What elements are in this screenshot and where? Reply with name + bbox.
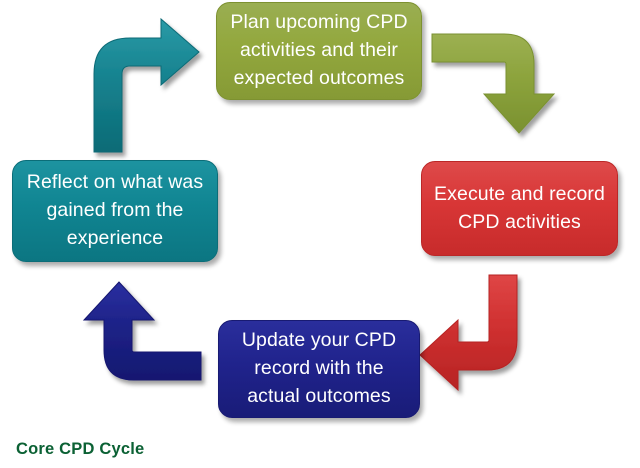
node-update-text: Update your CPD record with the actual o… [242, 327, 396, 410]
arrow-reflect-to-plan [93, 17, 200, 153]
node-plan-line-1: Plan upcoming CPD [230, 11, 408, 34]
cycle-node-reflect[interactable]: Reflect on what was gained from the expe… [12, 160, 218, 262]
node-reflect-line-1: Reflect on what was [26, 171, 204, 194]
node-execute-text: Execute and record CPD activities [434, 181, 605, 236]
node-plan-text: Plan upcoming CPD activities and their e… [230, 9, 407, 92]
node-plan-line-3: expected outcomes [233, 66, 405, 89]
node-reflect-text: Reflect on what was gained from the expe… [27, 169, 203, 252]
node-update-line-1: Update your CPD [241, 329, 397, 352]
diagram-caption: Core CPD Cycle [16, 440, 145, 458]
arrow-plan-to-execute [431, 33, 556, 134]
arrow-update-to-reflect [82, 281, 202, 381]
cycle-node-update[interactable]: Update your CPD record with the actual o… [218, 320, 420, 418]
node-plan-line-2: activities and their [239, 39, 399, 62]
arrow-execute-to-update [419, 274, 518, 392]
node-update-line-3: actual outcomes [247, 384, 391, 407]
node-execute-line-1: Execute and record [434, 182, 605, 205]
node-reflect-line-3: experience [66, 226, 164, 249]
node-update-line-2: record with the [254, 357, 384, 380]
cycle-node-plan[interactable]: Plan upcoming CPD activities and their e… [216, 2, 422, 100]
node-reflect-line-2: gained from the [46, 199, 184, 222]
node-execute-line-2: CPD activities [458, 210, 581, 233]
cycle-node-execute[interactable]: Execute and record CPD activities [421, 161, 618, 256]
